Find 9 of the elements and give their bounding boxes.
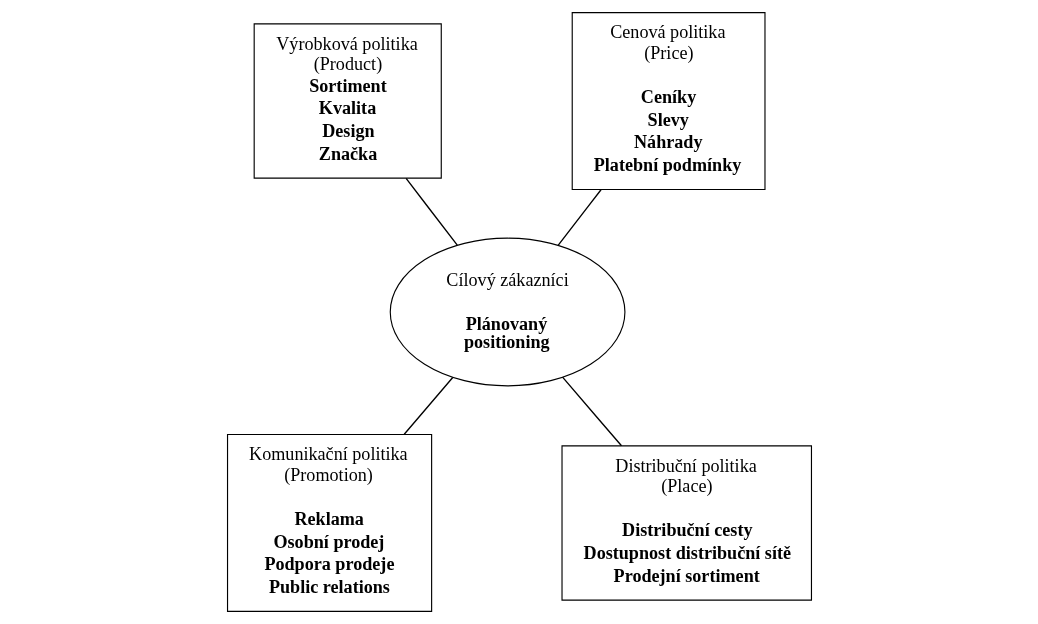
node-box: Výrobková politika (Product) Sortiment Kvalita Design Značka xyxy=(253,23,442,179)
node-box: Distribuční politika (Place) Distribuční cesty Dostupnost distribuční sítě Prodejní sortiment xyxy=(560,445,812,601)
connector xyxy=(403,376,453,435)
node-ellipse: Cílový zákazníci Plánovaný positioning xyxy=(389,237,625,387)
connector xyxy=(561,376,622,447)
node-box: Komunikační politika (Promotion) Reklama Osobní prodej Podpora prodeje Public relations xyxy=(226,433,432,612)
node-box: Cenová politika (Price) Ceníky Slevy Náhrady Platební podmínky xyxy=(571,12,766,191)
connector xyxy=(556,189,602,247)
connector xyxy=(404,177,458,246)
